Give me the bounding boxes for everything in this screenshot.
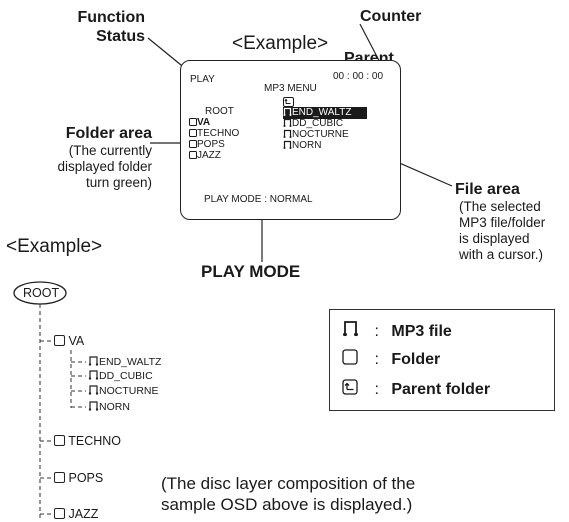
tree-folder: POPS [54, 471, 103, 486]
folder-icon [54, 472, 65, 486]
legend-sep: : [374, 381, 379, 398]
play-mode-label: PLAY MODE [201, 262, 301, 281]
osd-file-label: DD_CUBIC [292, 118, 344, 129]
counter-label: Counter [360, 8, 422, 25]
legend-label: MP3 file [391, 323, 452, 340]
tree-file: NOCTURNE [88, 384, 159, 398]
file-area-desc-1: (The selected [459, 199, 541, 214]
osd-folder-root: ROOT [205, 106, 234, 117]
music-note-icon [283, 118, 292, 130]
tree-file: NORN [88, 400, 130, 414]
osd-folder-item: VA [189, 117, 210, 129]
root-node-oval [13, 281, 67, 305]
osd-file-label: END_WALTZ [292, 107, 352, 118]
legend-box: : MP3 file : Folder : Parent folder [329, 309, 555, 411]
tree-root-label: ROOT [23, 286, 60, 300]
music-note-icon [88, 400, 99, 414]
tree-file: DD_CUBIC [88, 369, 153, 383]
tree-file: END_WALTZ [88, 355, 161, 369]
tree-folder-label: POPS [68, 471, 104, 485]
folder-icon [189, 118, 197, 129]
folder-icon [189, 140, 197, 151]
file-area-desc-2: MP3 file/folder [459, 215, 546, 230]
legend-label: Folder [391, 351, 441, 368]
osd-status: PLAY [190, 74, 215, 85]
osd-folder-label: VA [197, 117, 211, 128]
example-top-label: <Example> [232, 33, 329, 54]
folder-icon [189, 129, 197, 140]
folder-icon [54, 508, 65, 522]
legend-row: : MP3 file [342, 319, 452, 342]
caption-line1: (The disc layer composition of the [161, 474, 416, 493]
tree-file-label: END_WALTZ [99, 356, 162, 368]
folder-icon [54, 335, 65, 349]
legend-sep: : [374, 323, 379, 340]
osd-play-mode: PLAY MODE : NORMAL [204, 194, 313, 205]
tree-file-label: NORN [99, 401, 130, 413]
legend-sep: : [374, 351, 379, 368]
legend-row: : Folder [342, 349, 440, 370]
legend-label: Parent folder [391, 381, 491, 398]
osd-file-label: NORN [292, 140, 322, 151]
folder-area-desc-3: turn green) [85, 175, 152, 190]
tree-folder: TECHNO [54, 434, 121, 449]
folder-icon [342, 349, 364, 370]
file-area-desc-4: with a cursor.) [459, 247, 544, 262]
osd-file-selected: END_WALTZ [283, 107, 367, 119]
folder-area-desc-1: (The currently [68, 143, 152, 158]
tree-folder: VA [54, 334, 84, 349]
tree-file-label: NOCTURNE [99, 385, 159, 397]
music-note-icon [88, 369, 99, 383]
osd-parent-folder-icon [283, 97, 294, 110]
osd-file-item: DD_CUBIC [283, 118, 343, 130]
music-note-icon [283, 129, 292, 141]
parent-folder-icon [342, 379, 364, 400]
osd-file-label: NOCTURNE [292, 129, 349, 140]
osd-menu-title: MP3 MENU [264, 83, 317, 94]
osd-folder-item: TECHNO [189, 128, 239, 140]
osd-screen: PLAY MP3 MENU 00 : 00 : 00 ROOT VA TECHN… [180, 60, 401, 220]
music-note-icon [283, 140, 292, 152]
music-note-icon [342, 319, 364, 342]
caption-line2: sample OSD above is displayed.) [161, 495, 413, 514]
osd-folder-item: POPS [189, 139, 225, 151]
folder-area-desc-2: displayed folder [57, 159, 152, 174]
folder-icon [54, 435, 65, 449]
music-note-icon [88, 384, 99, 398]
tree-folder-label: TECHNO [68, 434, 122, 448]
osd-folder-item: JAZZ [189, 150, 221, 162]
osd-file-item: NORN [283, 140, 321, 152]
caption: (The disc layer composition of the sampl… [161, 473, 415, 515]
folder-area-annotation: Folder area (The currently displayed fol… [0, 124, 152, 191]
osd-folder-label: POPS [197, 139, 225, 150]
folder-icon [189, 151, 197, 162]
function-status-label: Function Status [50, 8, 145, 46]
tree-folder-label: VA [68, 334, 85, 348]
file-area-title: File area [455, 181, 520, 198]
tree-folder: JAZZ [54, 507, 98, 522]
osd-folder-label: TECHNO [197, 128, 240, 139]
folder-area-title: Folder area [65, 125, 152, 142]
music-note-icon [283, 107, 292, 119]
legend-row: : Parent folder [342, 379, 490, 400]
function-status-line1: Function [77, 9, 145, 26]
function-status-line2: Status [96, 28, 145, 45]
tree-folder-label: JAZZ [68, 507, 99, 521]
file-area-annotation: File area (The selected MP3 file/folder … [455, 180, 545, 263]
osd-file-item: NOCTURNE [283, 129, 349, 141]
music-note-icon [88, 355, 99, 369]
osd-folder-label: JAZZ [197, 150, 221, 161]
osd-counter: 00 : 00 : 00 [333, 71, 384, 82]
example-left-label: <Example> [6, 236, 103, 257]
tree-file-label: DD_CUBIC [99, 370, 153, 382]
parent-folder-icon [283, 97, 294, 107]
file-area-desc-3: is displayed [459, 231, 530, 246]
